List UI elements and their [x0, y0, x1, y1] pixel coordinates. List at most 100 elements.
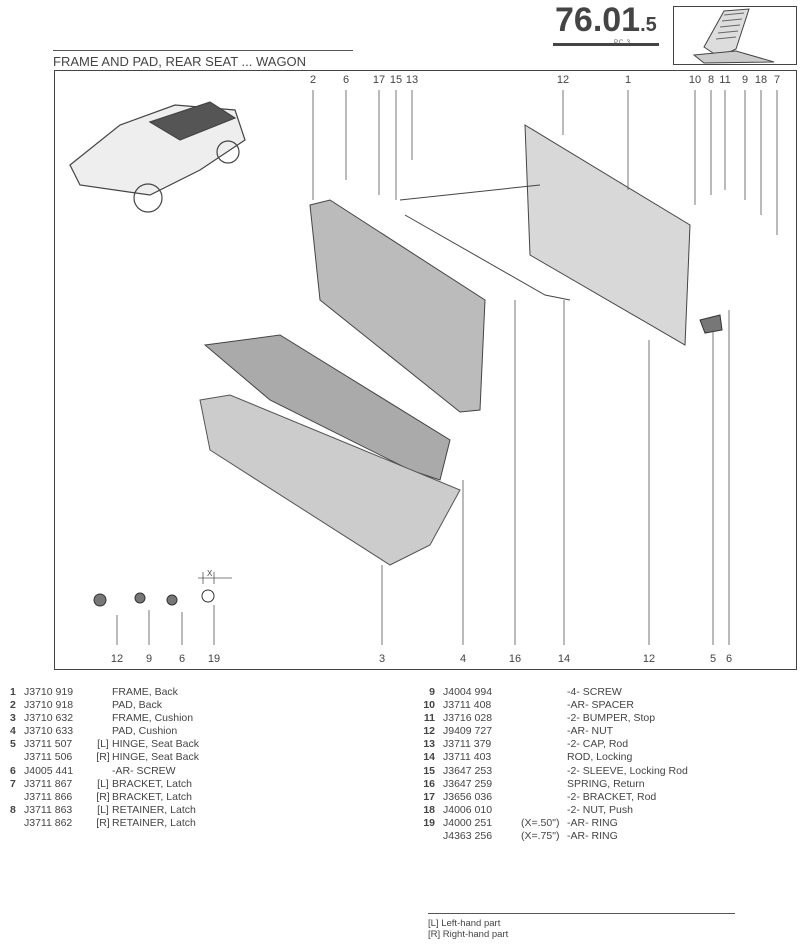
part-n: 11	[423, 712, 435, 725]
part-pn: J3711 506	[24, 751, 73, 764]
part-lr	[521, 699, 567, 712]
callout-number: 15	[389, 74, 403, 86]
part-n: 6	[10, 764, 16, 777]
page-number: 76.01.5	[553, 2, 659, 46]
part-n	[10, 791, 24, 804]
legend-right: [R] Right-hand part	[428, 929, 509, 940]
callout-number: 12	[110, 653, 124, 665]
callout-number: 10	[688, 74, 702, 86]
part-lr	[521, 765, 567, 778]
callout-number: 12	[642, 653, 656, 665]
cushion-pad	[203, 334, 451, 481]
part-n: 4	[10, 725, 16, 738]
part-n: 12	[423, 725, 435, 738]
callout-number: 16	[508, 653, 522, 665]
part-pn: J3711 408	[443, 699, 492, 712]
part-desc: BRACKET, Latch	[112, 777, 192, 790]
part-lr: [L]	[97, 738, 109, 751]
part-desc: -2- CAP, Rod	[567, 738, 629, 751]
legend-left: [L] Left-hand part	[428, 918, 501, 929]
callout-number: 9	[145, 653, 153, 665]
part-n: 17	[423, 790, 435, 803]
page-number-sub: .5	[640, 14, 657, 36]
part-n: 18	[423, 803, 435, 816]
callout-number: 12	[556, 74, 570, 86]
part-lr	[94, 712, 112, 725]
part-lr	[521, 791, 567, 804]
part-n: 8	[10, 803, 16, 816]
callout-number: 17	[372, 74, 386, 86]
car-illustration	[69, 101, 246, 213]
part-n: 2	[10, 699, 16, 712]
part-row: 14 J3711 403 ROD, Locking	[415, 751, 688, 764]
part-row: 8 J3711 863 [L]RETAINER, Latch	[10, 804, 199, 817]
part-desc: RETAINER, Latch	[112, 816, 196, 829]
page-title: FRAME AND PAD, REAR SEAT ... WAGON	[53, 50, 353, 69]
part-desc: BRACKET, Latch	[112, 790, 192, 803]
part-desc: RETAINER, Latch	[112, 803, 196, 816]
part-pn: J4000 251	[443, 816, 493, 829]
part-n: 5	[10, 738, 16, 751]
part-desc: -AR- RING	[567, 816, 618, 829]
part-row: J3711 506[R]HINGE, Seat Back	[10, 751, 199, 764]
part-n: 19	[423, 816, 435, 829]
part-row: J3711 862 [R]RETAINER, Latch	[10, 817, 199, 830]
back-frame	[524, 124, 691, 346]
part-lr	[521, 725, 567, 738]
callout-number: 6	[725, 653, 733, 665]
part-row: 5 J3711 507 [L]HINGE, Seat Back	[10, 738, 199, 751]
part-lr	[521, 804, 567, 817]
part-n: 14	[423, 751, 435, 764]
part-lr	[521, 751, 567, 764]
part-n: 7	[10, 777, 16, 790]
leader-lines	[116, 90, 778, 645]
part-row: J4363 256(X=.75")-AR- RING	[415, 830, 688, 843]
part-pn: J3711 866	[24, 790, 73, 803]
part-lr: [L]	[97, 777, 109, 790]
part-desc: ROD, Locking	[567, 751, 633, 764]
part-lr: [L]	[97, 803, 109, 816]
diagram-drawing: X	[69, 90, 778, 645]
part-pn: J3711 403	[443, 751, 492, 764]
part-lr	[521, 686, 567, 699]
part-n: 9	[429, 686, 435, 698]
part-lr: [R]	[96, 816, 110, 829]
part-pn: J3711 863	[24, 803, 73, 816]
part-pn: J3656 036	[443, 790, 493, 803]
part-n: 3	[10, 712, 16, 725]
part-lr	[94, 686, 112, 699]
part-n	[10, 817, 24, 830]
part-n	[415, 830, 435, 843]
callout-number: 13	[405, 74, 419, 86]
part-desc: PAD, Back	[112, 699, 162, 712]
part-pn: J3711 862	[24, 816, 73, 829]
legend: [L] Left-hand part [R] Right-hand part	[428, 913, 735, 940]
part-pn: J3711 507	[24, 738, 73, 751]
callout-number: 8	[707, 74, 715, 86]
callout-number: 3	[378, 653, 386, 665]
part-pn: J3710 633	[24, 725, 74, 738]
callout-number: 11	[719, 74, 731, 86]
part-desc: -AR- SCREW	[112, 764, 176, 777]
part-pn: J3647 259	[443, 777, 493, 790]
part-lr	[94, 765, 112, 778]
callout-number: 2	[309, 74, 317, 86]
part-lr	[521, 738, 567, 751]
pc-label: P.C. 3	[614, 40, 630, 46]
part-desc: HINGE, Seat Back	[112, 738, 199, 751]
part-n	[10, 751, 24, 764]
part-lr: [R]	[96, 751, 110, 764]
part-desc: FRAME, Cushion	[112, 712, 194, 725]
